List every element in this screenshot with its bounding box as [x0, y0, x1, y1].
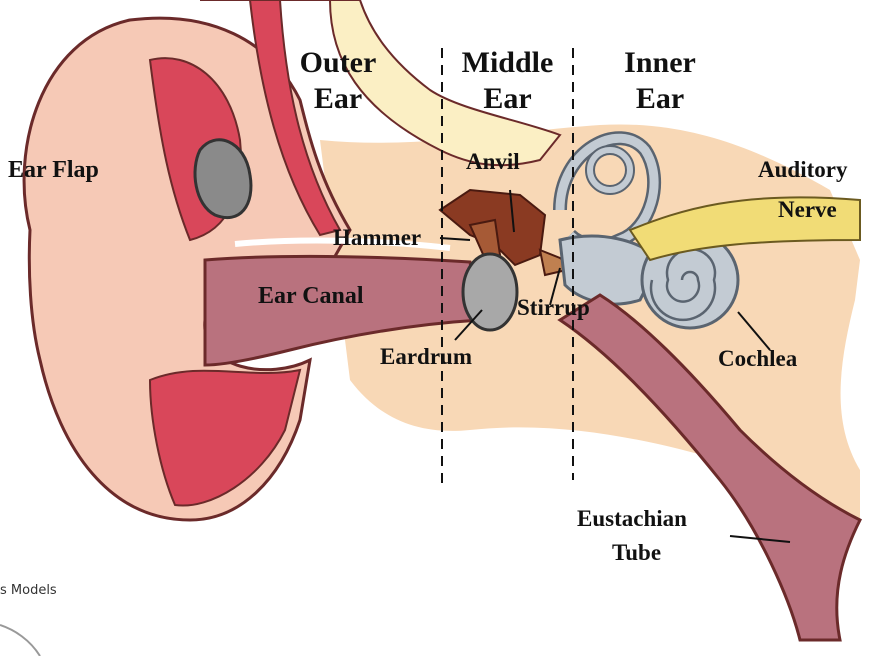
auditory-label: Auditory — [758, 158, 847, 181]
eardrum-shape — [463, 254, 517, 330]
nerve-label: Nerve — [778, 198, 837, 221]
ear-flap-label: Ear Flap — [8, 158, 99, 182]
anvil-label: Anvil — [466, 150, 520, 173]
inner-ear-header: Inner Ear — [605, 48, 715, 114]
inner-ear-line2: Ear — [605, 84, 715, 114]
eardrum-label: Eardrum — [380, 345, 472, 368]
inner-ear-line1: Inner — [605, 48, 715, 78]
ear-canal-label: Ear Canal — [258, 284, 364, 308]
outer-ear-line2: Ear — [288, 84, 388, 114]
stirrup-label: Stirrup — [517, 296, 590, 319]
cartilage-lower — [150, 370, 300, 506]
tube-label: Tube — [612, 541, 661, 564]
middle-ear-line1: Middle — [445, 48, 570, 78]
logo-arc — [0, 625, 40, 656]
middle-ear-header: Middle Ear — [445, 48, 570, 114]
outer-ear-header: Outer Ear — [288, 48, 388, 114]
watermark-text: s Models — [0, 583, 57, 598]
concha-cavity — [195, 140, 251, 218]
hammer-label: Hammer — [333, 226, 421, 249]
eustachian-label: Eustachian — [577, 507, 687, 530]
cochlea-label: Cochlea — [718, 347, 797, 370]
outer-ear-line1: Outer — [288, 48, 388, 78]
middle-ear-line2: Ear — [445, 84, 570, 114]
